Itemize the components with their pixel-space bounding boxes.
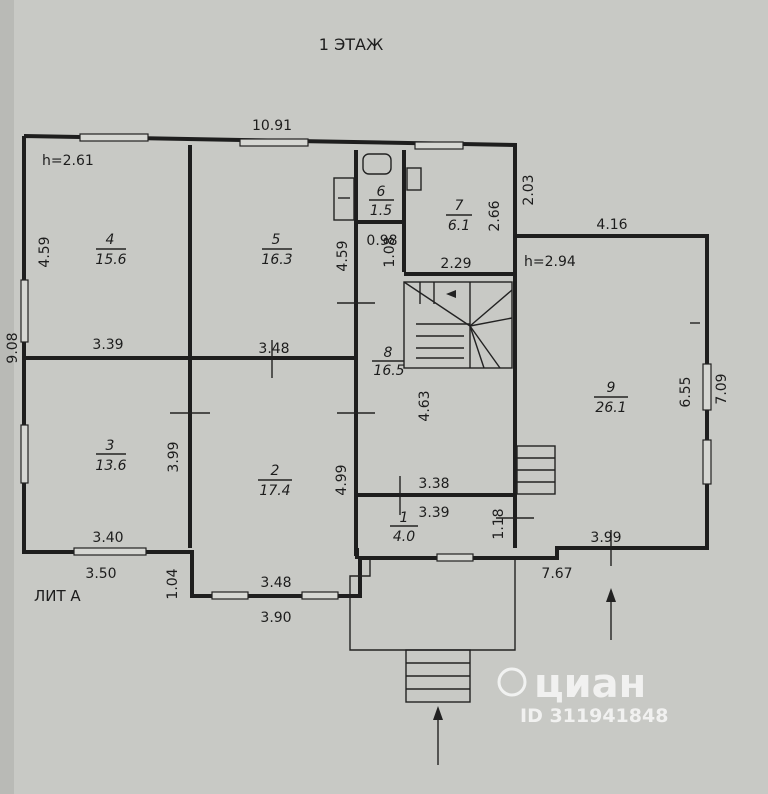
ceiling-height-main: h=2.61: [42, 153, 94, 169]
plan-title: 1 ЭТАЖ: [319, 35, 383, 54]
room-area: 13.6: [95, 458, 126, 474]
windows: [20, 133, 712, 600]
watermark-brand: циан: [534, 661, 646, 707]
room-area: 17.4: [259, 483, 290, 499]
window: [239, 138, 309, 147]
dim-label: 3.39: [418, 505, 449, 521]
dim-label: 3.48: [258, 341, 289, 357]
room-number: 9: [607, 380, 616, 396]
dim-label: 9.08: [5, 332, 21, 363]
room-area: 15.6: [95, 252, 126, 268]
dim-label: 0.98: [366, 233, 397, 249]
entry-arrow-icon: [433, 706, 443, 720]
porch-outline: [349, 560, 516, 651]
window: [20, 279, 29, 343]
dim-label: 3.99: [590, 530, 621, 546]
dim-label: 3.99: [166, 441, 182, 472]
dim-label: 1.18: [491, 508, 507, 539]
dim-label: 10.91: [252, 118, 292, 134]
dim-label: 7.09: [714, 373, 730, 404]
room-number: 1: [400, 510, 409, 526]
room-number: 2: [271, 463, 280, 479]
dimension-ticks: [170, 302, 700, 566]
toilet: [406, 167, 422, 191]
dim-label: 3.48: [260, 575, 291, 591]
dim-label: 1.08: [382, 236, 398, 267]
dim-label: 3.38: [418, 476, 449, 492]
dim-label: 4.99: [334, 464, 350, 495]
staircase-frame: [403, 281, 513, 369]
dim-label: 3.90: [260, 610, 291, 626]
window: [414, 141, 464, 150]
dim-label: 3.40: [92, 530, 123, 546]
ceiling-heights: h=2.61 h=2.94: [42, 153, 576, 270]
stair-line: [469, 325, 485, 369]
room-area: 26.1: [595, 400, 626, 416]
room-area: 4.0: [393, 529, 415, 545]
room-number: 5: [272, 232, 281, 248]
window: [702, 363, 712, 411]
room-number: 7: [455, 198, 464, 214]
side-steps: [516, 445, 556, 495]
watermark-id: ID 311941848: [520, 705, 668, 727]
washbasin: [362, 153, 392, 175]
litera-label: ЛИТ А: [34, 587, 81, 605]
bathtub: [333, 177, 355, 221]
window: [73, 547, 147, 556]
dim-label: 4.59: [37, 236, 53, 267]
walls: [22, 134, 709, 598]
dim-label: 1.04: [165, 568, 181, 599]
window: [211, 591, 249, 600]
room-number: 8: [384, 345, 393, 361]
window: [436, 553, 474, 562]
room-number: 4: [106, 232, 115, 248]
dim-label: 4.59: [335, 240, 351, 271]
room-number: 6: [377, 184, 386, 200]
dim-label: 3.39: [92, 337, 123, 353]
room-area: 6.1: [448, 218, 470, 234]
entry-arrow-icon: [606, 588, 616, 602]
dim-label: 2.29: [440, 256, 471, 272]
room-area: 16.5: [373, 363, 404, 379]
dimension-labels: 10.91 9.08 4.59 4.59 3.39 3.48 3.99 4.99…: [5, 118, 730, 626]
page-edge: [0, 0, 14, 794]
room-area: 16.3: [261, 252, 292, 268]
room-area: 1.5: [370, 203, 392, 219]
dim-label: 3.50: [85, 566, 116, 582]
ceiling-height-room9: h=2.94: [524, 254, 576, 270]
watermark-logo-icon: [497, 667, 527, 697]
room-number: 3: [106, 438, 115, 454]
stair-line: [469, 289, 513, 327]
stair-arrow-icon: [446, 290, 456, 298]
stair-line: [469, 325, 501, 369]
window: [702, 439, 712, 485]
window: [20, 424, 29, 484]
window: [79, 133, 149, 142]
stair-line: [469, 317, 513, 327]
watermark: циан ID 311941848: [497, 661, 668, 727]
dim-label: 2.03: [521, 174, 537, 205]
dim-label: 2.66: [487, 200, 503, 231]
dim-label: 4.63: [417, 390, 433, 421]
stair-line: [403, 281, 471, 327]
window: [301, 591, 339, 600]
bathroom-fixtures: [333, 153, 422, 221]
dim-label: 7.67: [541, 566, 572, 582]
porch: [349, 560, 616, 765]
staircase: [403, 281, 513, 369]
dim-label: 6.55: [678, 376, 694, 407]
dim-label: 4.16: [596, 217, 627, 233]
room-labels: 4 15.6 5 16.3 6 1.5 7 6.1 8 16.5 9 26.1 …: [95, 184, 628, 545]
